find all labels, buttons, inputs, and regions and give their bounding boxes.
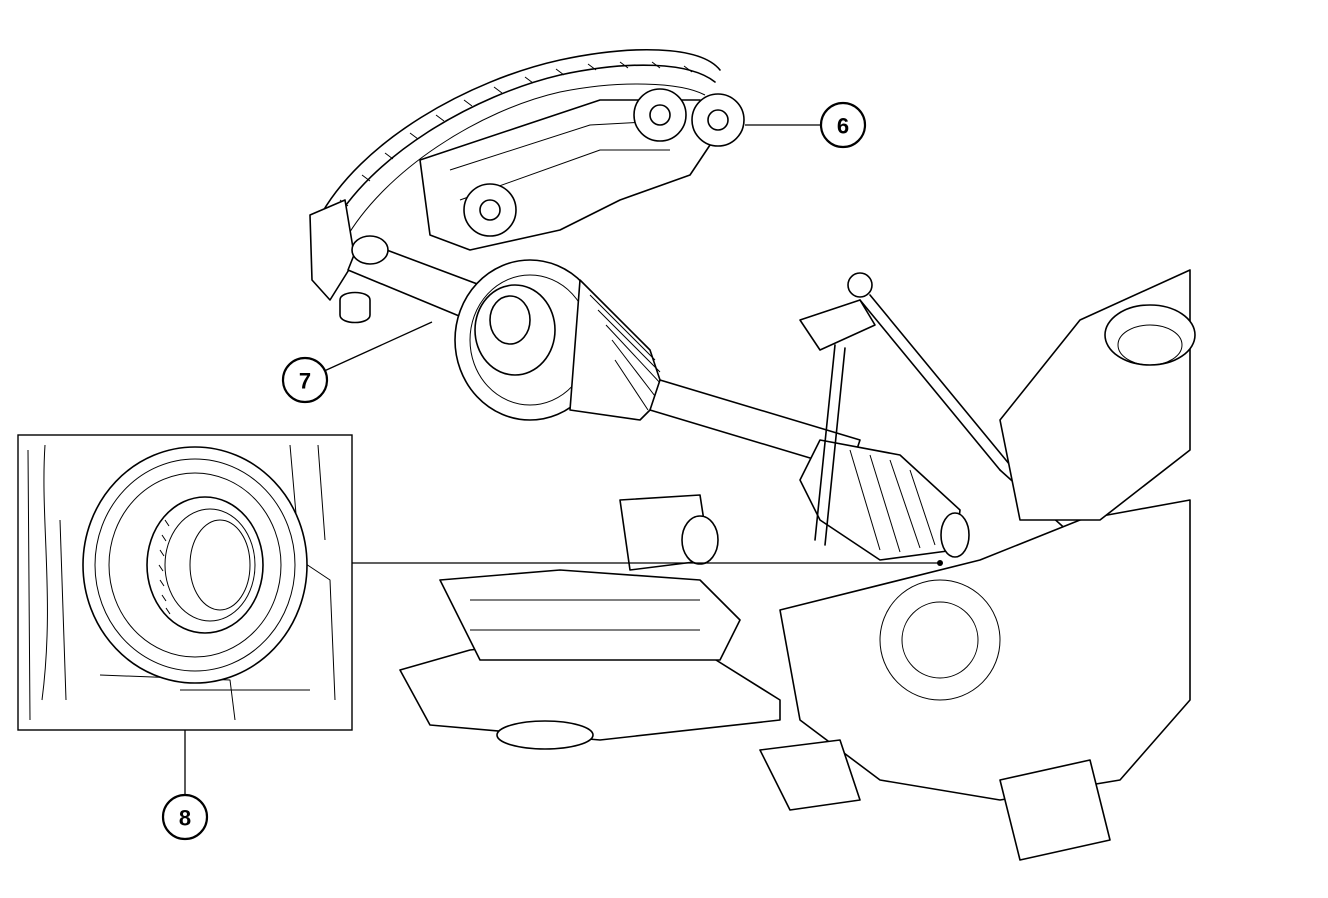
- callout-8: 8: [161, 793, 209, 841]
- callout-7-label: 7: [299, 369, 311, 394]
- axle-shaft: [347, 235, 970, 561]
- callout-6-label: 6: [837, 114, 849, 139]
- callout-6: 6: [819, 101, 867, 149]
- leader-line-7: [321, 321, 433, 373]
- brake-rotor-knuckle: [309, 48, 745, 324]
- leader-dot: [937, 560, 943, 566]
- callout-8-label: 8: [179, 806, 191, 831]
- callout-7: 7: [281, 356, 329, 404]
- inset-detail: [17, 434, 353, 731]
- subframe-differential: [399, 269, 1196, 861]
